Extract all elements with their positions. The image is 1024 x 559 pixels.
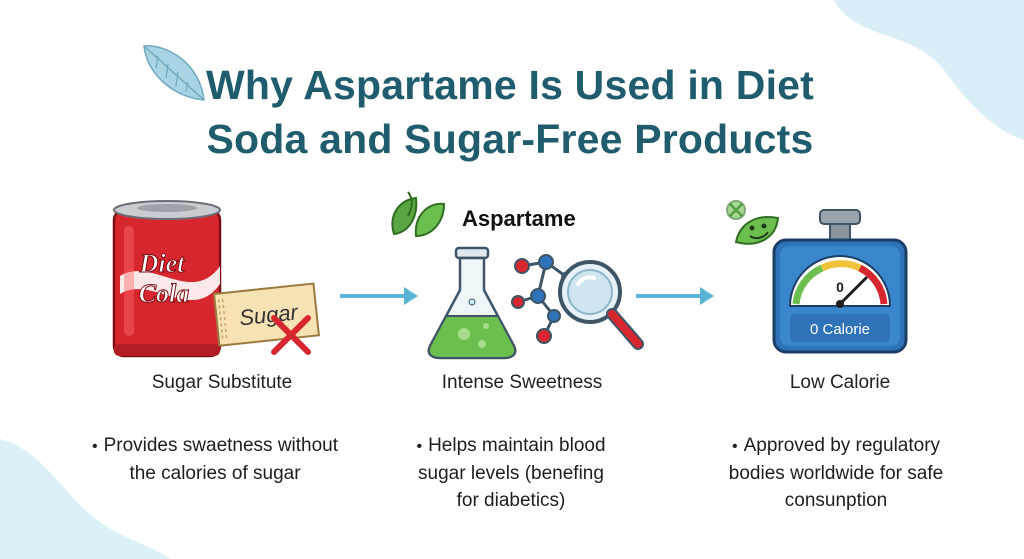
bullet-dot-icon: • xyxy=(416,438,423,455)
panel-label-low-calorie: Low Calorie xyxy=(789,372,891,393)
scale-label: 0 Calorie xyxy=(810,321,870,338)
background-blob-top-right xyxy=(834,0,1024,140)
molecule-icon xyxy=(511,254,575,344)
can-brand-line-2: Cola xyxy=(139,279,190,308)
page-title: Why Aspartame Is Used in Diet Soda and S… xyxy=(150,58,870,166)
smiley-leaf-icon xyxy=(726,200,780,245)
background-blob-bottom-left xyxy=(0,439,170,559)
bullet-text-line: Approved by regulatory xyxy=(743,435,941,456)
cross-icon xyxy=(271,315,311,355)
flask-icon xyxy=(427,246,517,360)
title-line-2: Soda and Sugar-Free Products xyxy=(206,116,814,162)
bullet-text-line: for diabetics) xyxy=(456,490,566,511)
scale-reading: 0 xyxy=(836,279,844,295)
bullet-text-line: the calories of sugar xyxy=(129,463,301,484)
bullet-text-line: Provides swaetness without xyxy=(103,435,339,456)
bullet-text-line: consunption xyxy=(784,490,888,511)
leaves-icon xyxy=(391,191,446,238)
arrow-right-icon xyxy=(340,287,418,305)
bullet-intense-sweetness: • Helps maintain blood sugar levels (bene… xyxy=(396,432,626,514)
magnifier-icon xyxy=(558,260,644,350)
bullet-text-line: sugar levels (benefing xyxy=(418,463,604,484)
panel-label-intense-sweetness: Intense Sweetness xyxy=(441,372,603,393)
bullet-dot-icon: • xyxy=(91,438,98,455)
bullet-sugar-substitute: • Provides swaetness without the calories… xyxy=(70,432,360,487)
diet-cola-can-icon: Diet Cola Sugar xyxy=(112,200,320,358)
aspartame-heading: Aspartame xyxy=(462,206,576,231)
arrow-right-icon xyxy=(636,287,714,305)
title-line-1: Why Aspartame Is Used in Diet xyxy=(205,62,815,108)
can-brand-line-1: Diet xyxy=(139,249,186,278)
bullet-low-calorie: • Approved by regulatory bodies worldwide… xyxy=(706,432,966,514)
bullet-text-line: Helps maintain blood xyxy=(428,435,606,456)
panel-label-sugar-substitute: Sugar Substitute xyxy=(151,372,293,393)
leaf-decor-icon xyxy=(143,45,205,101)
bullet-text-line: bodies worldwide for safe xyxy=(728,463,944,484)
bullet-dot-icon: • xyxy=(731,438,738,455)
scale-icon: 0 0 Calorie xyxy=(772,209,908,354)
